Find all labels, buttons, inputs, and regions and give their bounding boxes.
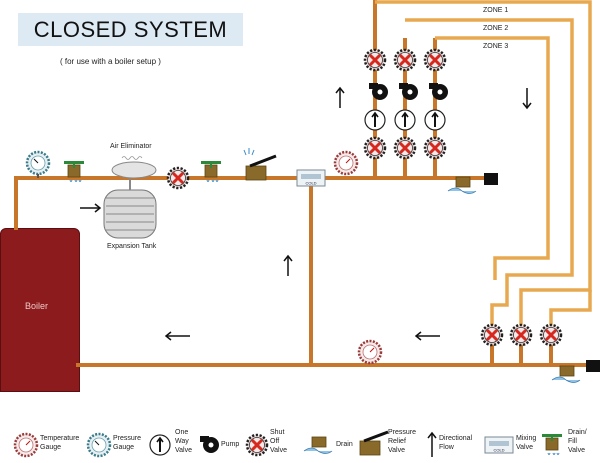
legend-one-way-valve: One Way Valve — [175, 429, 192, 454]
expansion-tank-icon — [103, 178, 157, 239]
flow-arrow-icon — [164, 331, 190, 341]
shutoff-valve-icon[interactable] — [423, 136, 447, 160]
pump-icon — [429, 83, 448, 100]
shutoff-valve-icon[interactable] — [480, 323, 504, 347]
shutoff-valve-icon[interactable] — [393, 48, 417, 72]
zone-loops — [375, 0, 592, 330]
title-box: CLOSED SYSTEM — [18, 13, 243, 46]
directional-flow-icon — [427, 431, 437, 457]
temperature-gauge-icon — [333, 150, 359, 176]
shutoff-valve-icon[interactable] — [166, 166, 190, 190]
flow-arrow-icon — [80, 203, 102, 213]
pressure-relief-valve-icon — [359, 430, 389, 456]
boiler-label: Boiler — [25, 301, 49, 311]
drain-icon — [303, 436, 333, 454]
legend: Temperature Gauge Pressure Gauge One Way… — [0, 425, 600, 463]
pump-icon — [399, 83, 418, 100]
legend-directional-flow: Directional Flow — [439, 435, 473, 451]
one-way-valve-icon — [424, 109, 446, 131]
flow-arrow-icon — [414, 331, 440, 341]
pressure-gauge-icon — [86, 432, 112, 458]
subtitle: ( for use with a boiler setup ) — [60, 57, 161, 66]
one-way-valve-icon — [149, 434, 171, 456]
expansion-tank-label: Expansion Tank — [107, 243, 157, 250]
drain-icon[interactable] — [447, 173, 498, 194]
air-eliminator-icon — [111, 156, 157, 179]
pressure-relief-valve-icon[interactable] — [243, 148, 277, 181]
one-way-valve-icon — [364, 109, 386, 131]
mixing-valve-icon — [484, 436, 514, 454]
legend-drain-fill-valve: Drain/ Fill Valve — [568, 429, 587, 454]
temperature-gauge-icon — [357, 339, 383, 365]
shutoff-valve-icon[interactable] — [393, 136, 417, 160]
legend-mixing-valve: Mixing Valve — [516, 435, 537, 451]
zone-3-label: ZONE 3 — [483, 43, 509, 50]
flow-arrow-icon — [522, 88, 532, 110]
piping-diagram: COLD — [14, 0, 600, 383]
shutoff-valve-icon[interactable] — [363, 48, 387, 72]
temperature-gauge-icon — [13, 432, 39, 458]
shutoff-valve-icon — [245, 433, 269, 457]
pump-icon — [200, 436, 219, 453]
drain-fill-valve-icon — [541, 433, 563, 456]
zone-2-label: ZONE 2 — [483, 25, 509, 32]
legend-shut-off-valve: Shut Off Valve — [270, 429, 287, 454]
mixing-valve-icon[interactable] — [296, 169, 326, 187]
page-title: CLOSED SYSTEM — [33, 16, 228, 42]
flow-arrow-icon — [335, 86, 345, 108]
shutoff-valve-icon[interactable] — [363, 136, 387, 160]
boiler: Boiler — [0, 228, 80, 392]
air-eliminator-label: Air Eliminator — [110, 143, 152, 150]
legend-drain: Drain — [336, 441, 353, 448]
legend-pressure-gauge: Pressure Gauge — [113, 435, 142, 451]
legend-temperature-gauge: Temperature Gauge — [40, 435, 80, 451]
zone-1-label: ZONE 1 — [483, 7, 509, 14]
pressure-gauge-icon — [25, 150, 51, 176]
flow-arrow-icon — [283, 254, 293, 276]
legend-pump: Pump — [221, 441, 240, 448]
pump-icon — [369, 83, 388, 100]
shutoff-valve-icon[interactable] — [509, 323, 533, 347]
shutoff-valve-icon[interactable] — [423, 48, 447, 72]
shutoff-valve-icon[interactable] — [539, 323, 563, 347]
legend-pressure-relief-valve: Pressure Relief Valve — [388, 429, 417, 454]
drain-icon[interactable] — [551, 360, 600, 383]
one-way-valve-icon — [394, 109, 416, 131]
